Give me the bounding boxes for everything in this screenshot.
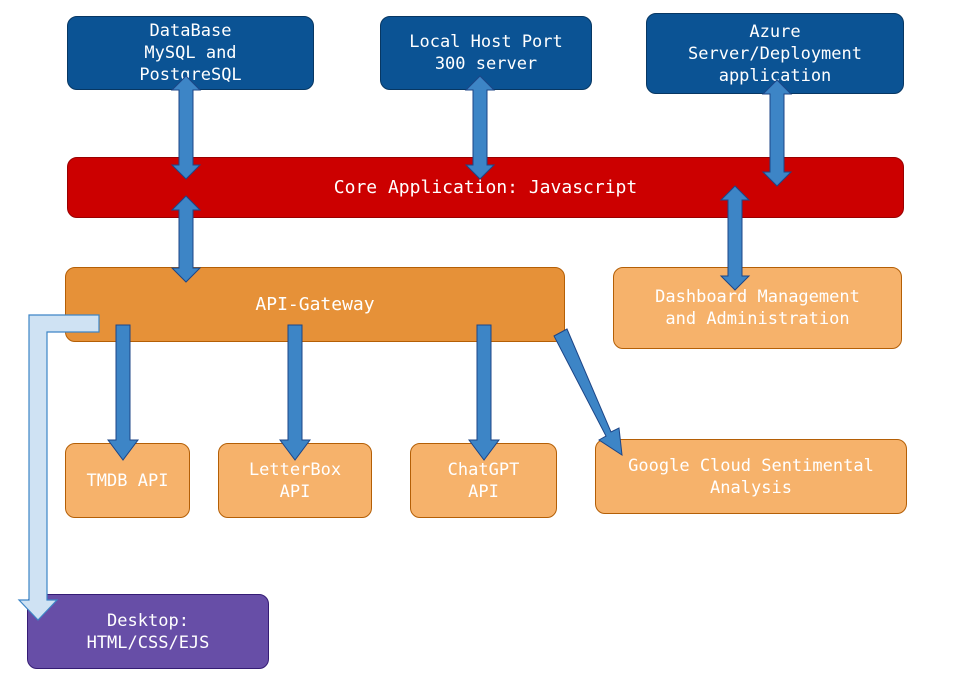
tmdb-api-node: TMDB API xyxy=(65,443,190,518)
google-sentiment-node: Google Cloud Sentimental Analysis xyxy=(595,439,907,514)
desktop-node: Desktop: HTML/CSS/EJS xyxy=(27,594,269,669)
azure-node: Azure Server/Deployment application xyxy=(646,13,904,94)
arrow-gateway-tmdb xyxy=(107,324,139,461)
core-application-node: Core Application: Javascript xyxy=(67,157,904,218)
api-gateway-node: API-Gateway xyxy=(65,267,565,342)
arrow-gateway-chatgpt xyxy=(468,324,500,461)
dashboard-node: Dashboard Management and Administration xyxy=(613,267,902,349)
arrow-gateway-google xyxy=(553,328,623,456)
database-node: DataBase MySQL and PostgreSQL xyxy=(67,16,314,90)
letterbox-api-node: LetterBox API xyxy=(218,443,372,518)
arrow-gateway-letterbox xyxy=(279,324,311,461)
localhost-node: Local Host Port 300 server xyxy=(380,16,592,90)
chatgpt-api-node: ChatGPT API xyxy=(410,443,557,518)
